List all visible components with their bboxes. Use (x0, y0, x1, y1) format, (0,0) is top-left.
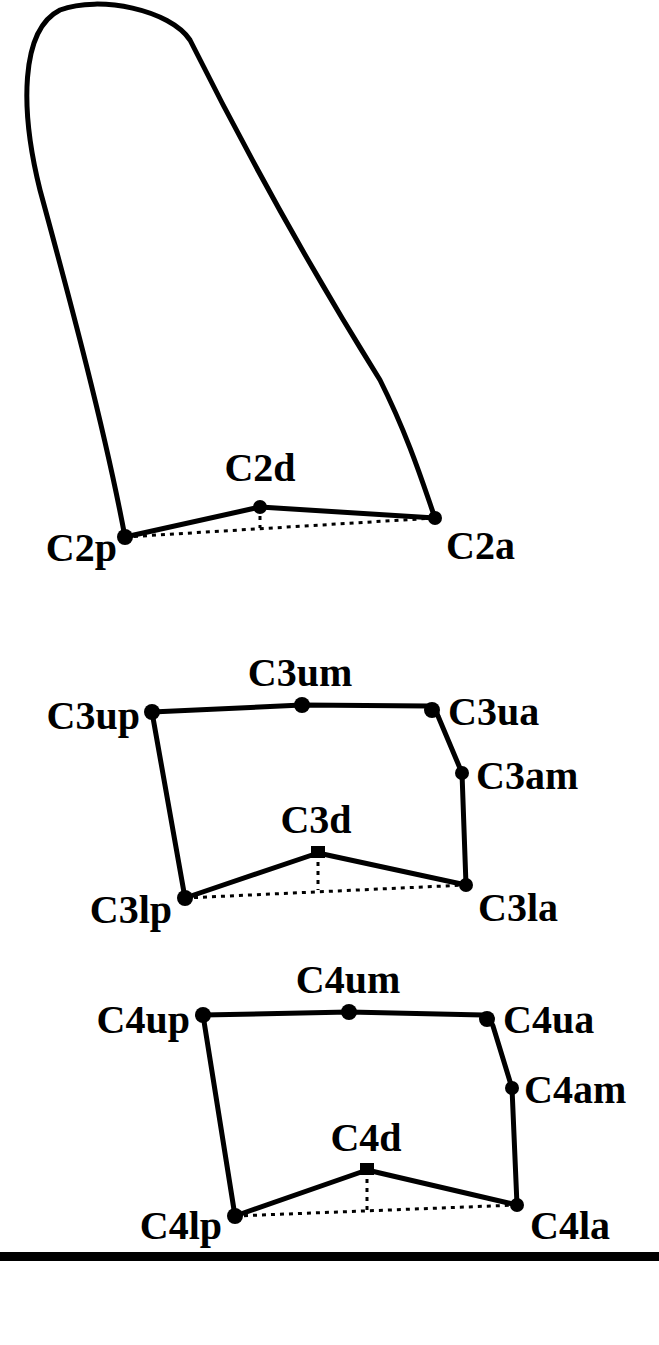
landmark-label: C2a (446, 526, 515, 566)
landmark-label: C4lp (140, 1206, 222, 1246)
base-bar (0, 1252, 659, 1261)
landmark-dot (177, 890, 193, 906)
landmark-label: C4am (524, 1070, 626, 1110)
landmark-dot (227, 1208, 243, 1224)
landmark-dot (195, 1007, 211, 1023)
c2-base-dotted (125, 518, 435, 537)
landmark-label: C3um (248, 653, 352, 693)
landmark-dot (117, 529, 133, 545)
landmark-dot (341, 1004, 357, 1020)
landmark-dot (253, 500, 267, 514)
c3-depth-dotted (317, 853, 320, 890)
landmark-label: C4d (330, 1118, 401, 1158)
landmark-label: C3lp (90, 890, 172, 930)
landmark-label: C3la (478, 888, 558, 928)
landmark-dot (294, 697, 310, 713)
landmark-dot (455, 766, 469, 780)
landmark-label: C3d (280, 800, 351, 840)
c3-base-dotted (185, 885, 466, 898)
c2-outline (27, 4, 435, 537)
landmark-dot (428, 511, 442, 525)
landmark-label: C3up (47, 696, 140, 736)
landmark-square (360, 1163, 374, 1175)
c4-outline (203, 1012, 517, 1216)
landmark-label: C3ua (448, 692, 539, 732)
landmark-label: C4ua (503, 1000, 594, 1040)
c4-base-dotted (235, 1205, 517, 1216)
c3-outline (152, 705, 466, 898)
landmark-dot (459, 878, 473, 892)
landmark-dot (505, 1081, 519, 1095)
landmark-square (311, 846, 325, 858)
landmark-label: C2p (46, 528, 117, 568)
c4-depth-dotted (366, 1170, 369, 1210)
landmark-label: C4la (530, 1206, 610, 1246)
landmark-label: C4um (296, 960, 400, 1000)
landmark-dot (479, 1011, 495, 1027)
landmark-dot (144, 704, 160, 720)
landmark-dot (424, 702, 440, 718)
landmark-label: C2d (224, 448, 295, 488)
landmark-label: C3am (476, 756, 578, 796)
landmark-label: C4up (97, 1000, 190, 1040)
landmark-dot (510, 1198, 524, 1212)
